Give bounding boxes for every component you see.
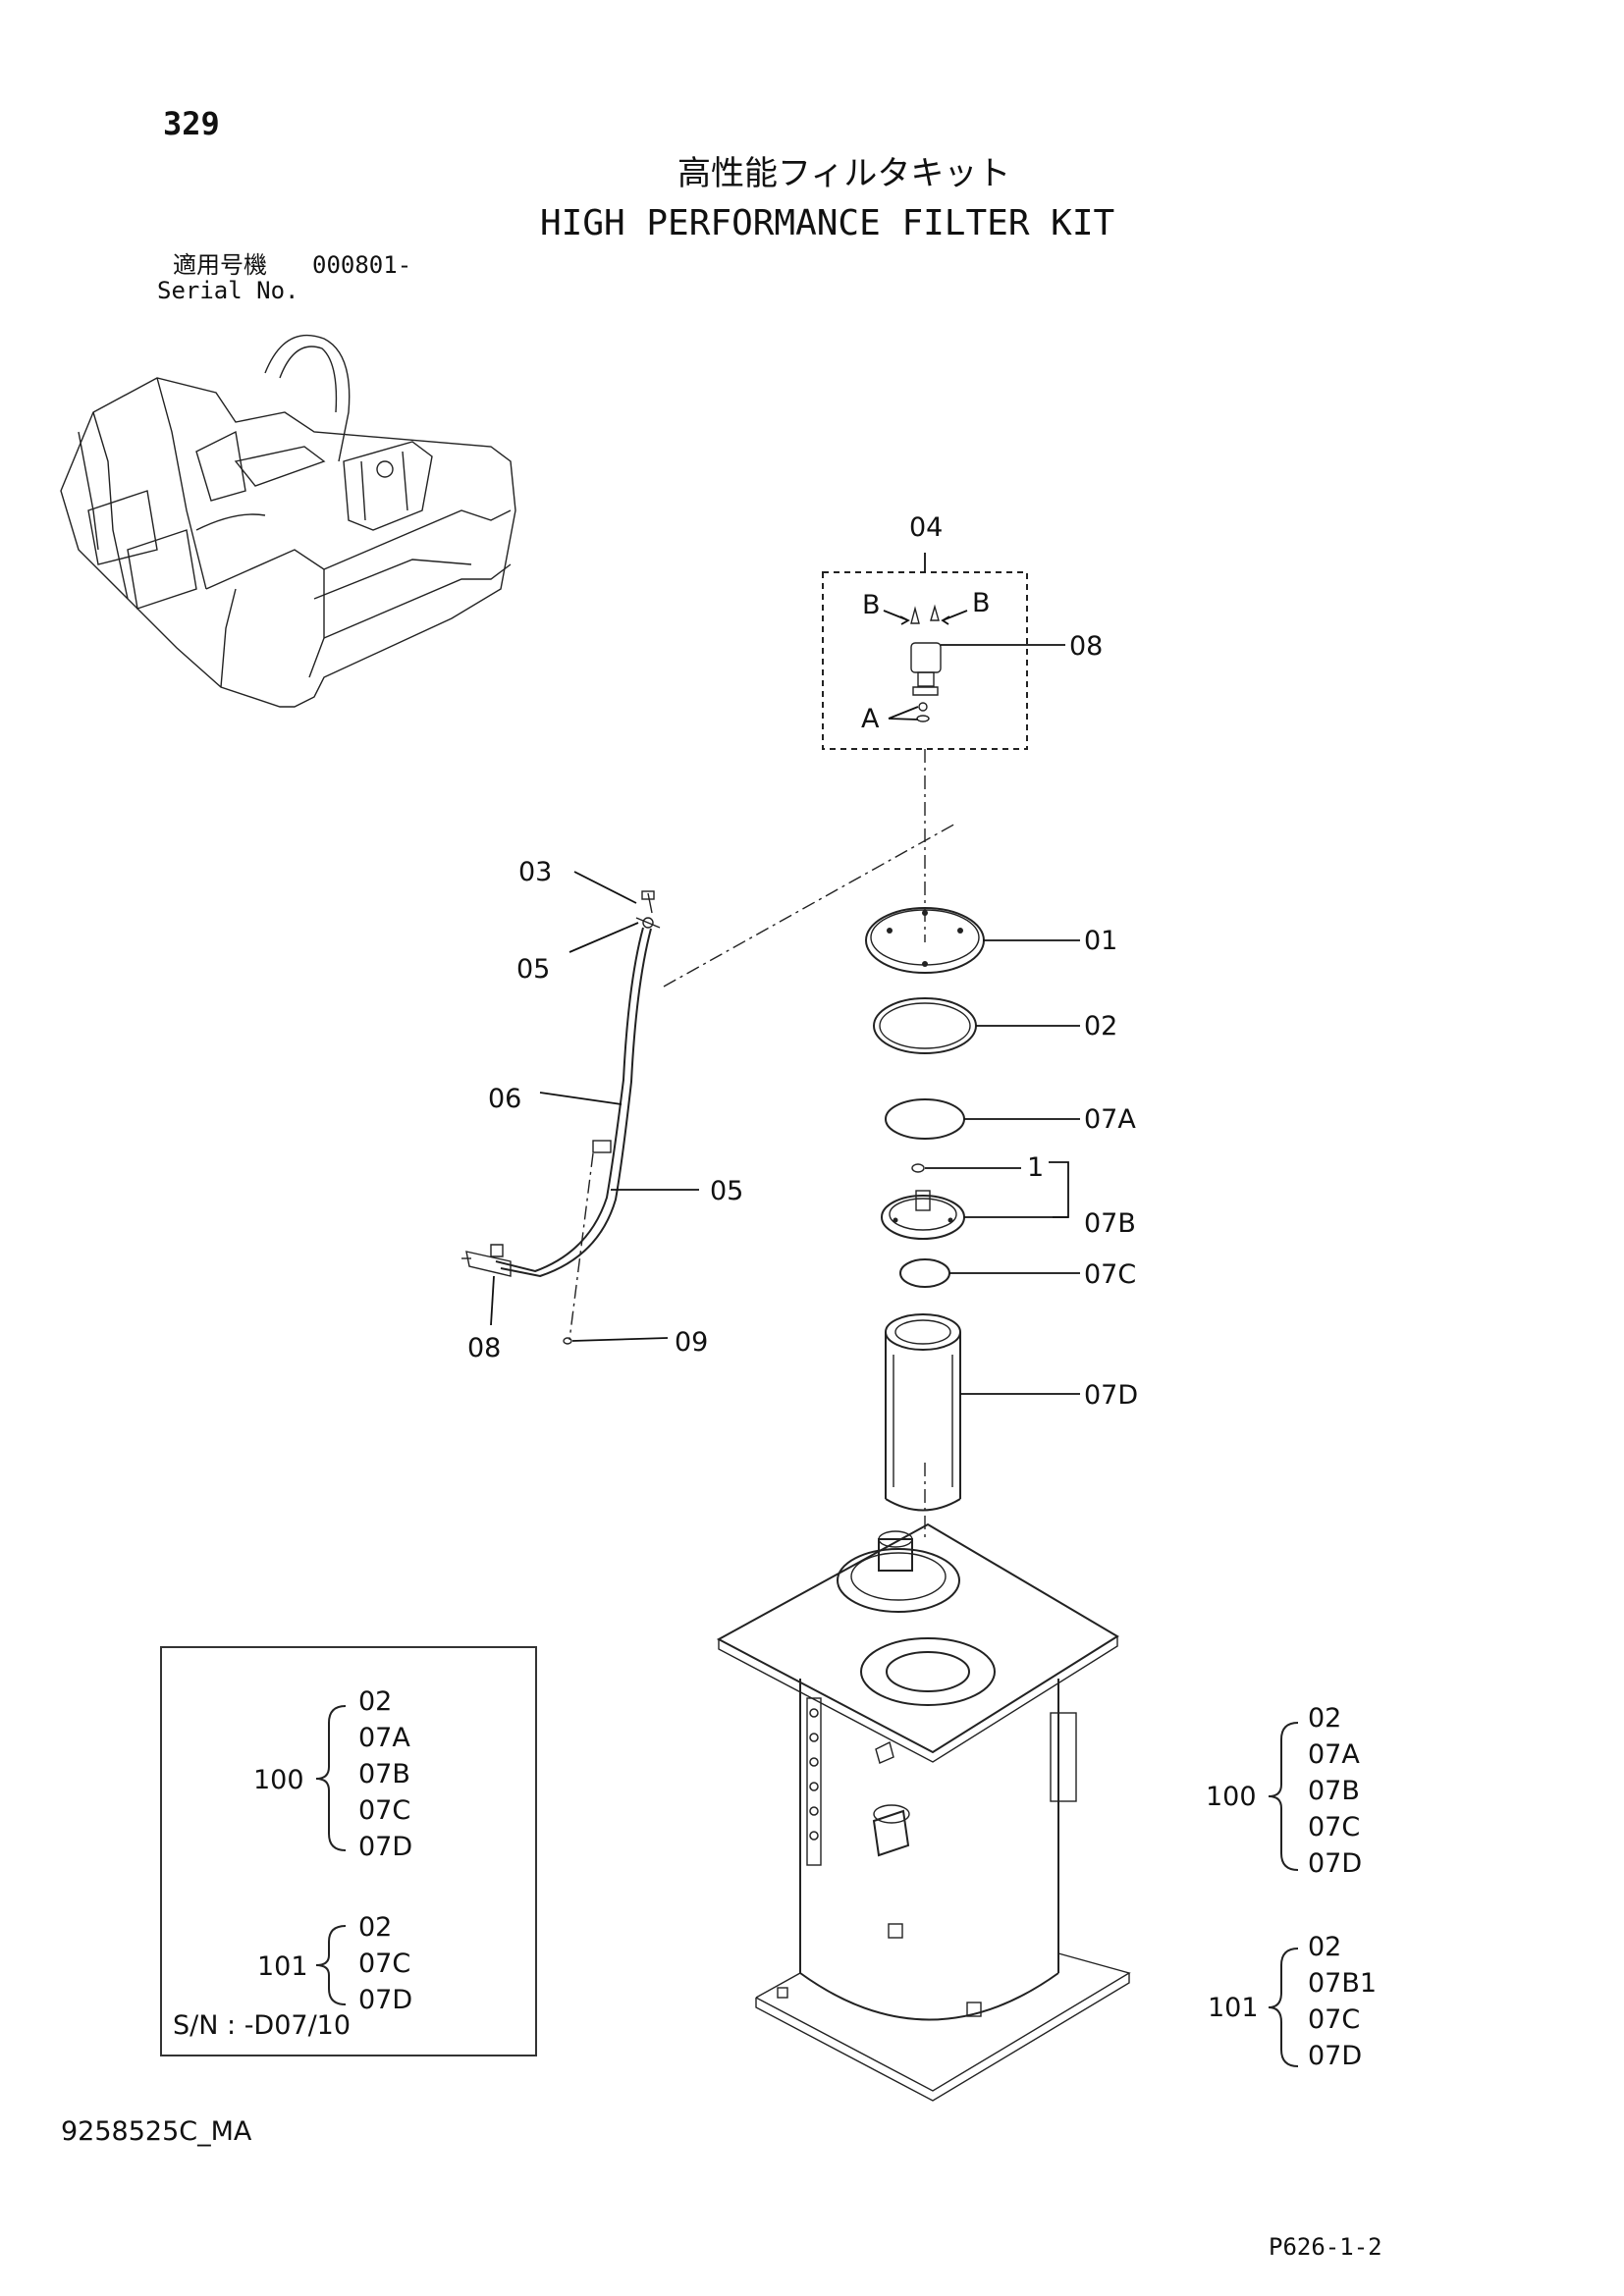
part-07D-filter-element: [885, 1313, 961, 1512]
boxed-kit-100-item: 02: [358, 1686, 393, 1717]
right-kit-100-item: 07D: [1308, 1848, 1363, 1879]
part-1-small-ring: [911, 1163, 925, 1173]
right-kit-101-item: 07B1: [1308, 1968, 1378, 1999]
callout-B-left: B: [862, 590, 881, 620]
callout-01: 01: [1084, 926, 1118, 956]
drawing-code: 9258525C_MA: [61, 2116, 252, 2147]
boxed-kit-101-item: 07C: [358, 1949, 411, 1979]
hydraulic-tank: [716, 1522, 1131, 2102]
right-kit-101-label: 101: [1208, 1993, 1259, 2023]
serial-label-english: Serial No.: [157, 277, 299, 304]
callout-06: 06: [488, 1084, 522, 1114]
callout-A: A: [861, 704, 880, 734]
boxed-kit-101-item: 07D: [358, 1985, 413, 2015]
boxed-kit-101-label: 101: [257, 1951, 308, 1982]
right-kit-100-item: 02: [1308, 1703, 1342, 1734]
callout-09: 09: [675, 1327, 709, 1358]
callout-07A: 07A: [1084, 1104, 1136, 1135]
callout-1: 1: [1027, 1152, 1045, 1183]
pressure-switch-assembly: [910, 604, 942, 722]
page-number: 329: [163, 105, 220, 142]
right-kit-braces: [1268, 1722, 1299, 2067]
callout-04: 04: [909, 512, 944, 543]
boxed-kit-100-item: 07C: [358, 1795, 411, 1826]
serial-label-japanese: 適用号機: [173, 251, 267, 279]
callout-07B: 07B: [1084, 1208, 1136, 1239]
boxed-serial-note: S/N : -D07/10: [173, 2010, 352, 2041]
part-02-o-ring: [873, 997, 977, 1054]
right-kit-101-item: 07C: [1308, 2004, 1361, 2035]
page-reference: P626-1-2: [1269, 2233, 1382, 2261]
callout-07C: 07C: [1084, 1259, 1137, 1290]
title-english: HIGH PERFORMANCE FILTER KIT: [540, 203, 1115, 243]
boxed-kit-101-item: 02: [358, 1912, 393, 1943]
right-kit-100-label: 100: [1206, 1782, 1257, 1812]
callout-08-left: 08: [467, 1333, 502, 1363]
right-kit-101-item: 02: [1308, 1932, 1342, 1962]
boxed-kit-100-item: 07A: [358, 1723, 410, 1753]
right-kit-100-item: 07A: [1308, 1739, 1360, 1770]
part-07C: [899, 1258, 950, 1288]
callout-05-top: 05: [516, 954, 551, 985]
boxed-kit-braces: [315, 1705, 347, 2005]
serial-value: 000801-: [312, 251, 412, 279]
part-07B: [881, 1190, 965, 1240]
callout-05-mid: 05: [710, 1176, 744, 1206]
boxed-kit-100-label: 100: [253, 1765, 304, 1795]
right-kit-100-item: 07B: [1308, 1776, 1360, 1806]
callout-07D: 07D: [1084, 1380, 1139, 1411]
right-kit-100-item: 07C: [1308, 1812, 1361, 1842]
callout-08-top: 08: [1069, 631, 1104, 662]
boxed-kit-100-item: 07B: [358, 1759, 410, 1789]
harness-assembly: [461, 890, 661, 1345]
callout-02: 02: [1084, 1011, 1118, 1041]
callout-03: 03: [518, 857, 553, 887]
machine-overview-illustration: [60, 334, 516, 708]
kit-reference-box: [160, 1646, 537, 2056]
title-japanese: 高性能フィルタキット: [677, 154, 1011, 193]
callout-B-right: B: [972, 588, 991, 618]
item-04-detail-frame: [822, 571, 1028, 750]
right-kit-101-item: 07D: [1308, 2041, 1363, 2071]
part-07A: [885, 1098, 965, 1140]
boxed-kit-100-item: 07D: [358, 1832, 413, 1862]
